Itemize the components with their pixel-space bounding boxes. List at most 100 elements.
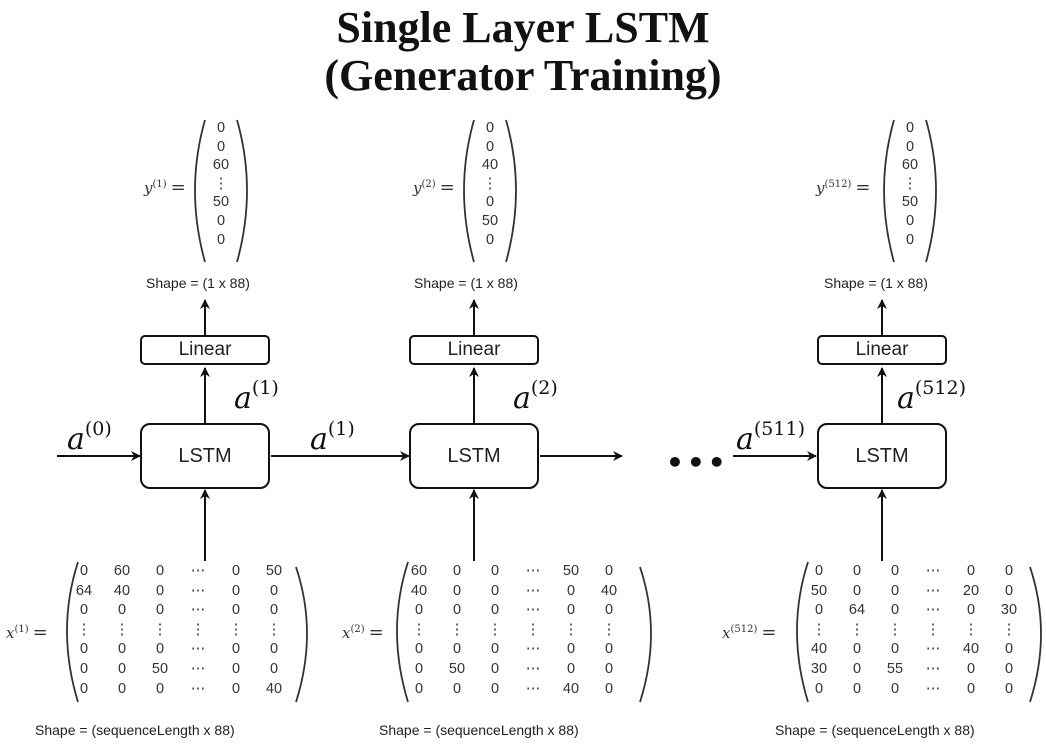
equals-sign: = xyxy=(32,622,48,643)
vector-entry: 0 xyxy=(485,231,495,248)
matrix-cell: 0 xyxy=(890,582,900,599)
matrix-cell: 0 xyxy=(269,582,279,599)
matrix-cell: ⋯ xyxy=(190,641,206,658)
matrix-cell: 0 xyxy=(566,641,576,658)
vector-entry: ⋮ xyxy=(213,175,229,192)
matrix-cell: ⋮ xyxy=(525,621,541,638)
matrix-cell: 0 xyxy=(566,660,576,677)
math-base: a xyxy=(67,422,85,457)
math-index: (1) xyxy=(152,179,167,190)
matrix-cell: 0 xyxy=(117,660,127,677)
hidden-state-a512-up-label: a(512) xyxy=(897,377,966,416)
hidden-state-a1-right-label: a(1) xyxy=(310,418,355,457)
matrix-cell: 0 xyxy=(452,582,462,599)
x2-label: x(2)= xyxy=(342,622,384,643)
matrix-cell: 0 xyxy=(890,602,900,619)
matrix-cell: 0 xyxy=(414,660,424,677)
matrix-cell: 0 xyxy=(604,563,614,579)
matrix-cell: 0 xyxy=(231,563,241,579)
matrix-row: ⋮⋮⋮⋮⋮⋮ xyxy=(400,621,628,641)
matrix-cell: 0 xyxy=(1004,660,1014,677)
matrix-cell: ⋯ xyxy=(925,641,941,658)
matrix-cell: 64 xyxy=(75,582,93,599)
y1-shape-label: Shape = (1 x 88) xyxy=(146,275,250,291)
matrix-cell: 0 xyxy=(966,563,976,579)
matrix-cell: ⋮ xyxy=(449,621,465,638)
matrix-cell: ⋯ xyxy=(925,680,941,697)
vector-entry: 40 xyxy=(481,157,499,174)
y512-right-paren xyxy=(925,119,937,263)
math-base: a xyxy=(897,381,915,416)
vector-entry: 60 xyxy=(212,157,230,174)
matrix-cell: 0 xyxy=(490,563,500,579)
matrix-cell: 0 xyxy=(490,641,500,658)
hidden-state-a0-label: a(0) xyxy=(67,418,112,457)
x1-right-paren xyxy=(295,566,308,703)
matrix-cell: 0 xyxy=(79,563,89,579)
matrix-cell: ⋯ xyxy=(525,641,541,658)
matrix-cell: 50 xyxy=(265,563,283,579)
matrix-cell: ⋮ xyxy=(76,621,92,638)
vector-entry: 0 xyxy=(905,231,915,248)
math-index: (1) xyxy=(14,624,29,635)
math-base: y xyxy=(816,179,825,197)
matrix-cell: 0 xyxy=(155,602,165,619)
matrix-cell: 0 xyxy=(79,660,89,677)
vector-entry: 0 xyxy=(216,231,226,248)
matrix-cell: ⋮ xyxy=(925,621,941,638)
matrix-cell: ⋮ xyxy=(114,621,130,638)
equals-sign: = xyxy=(170,177,186,198)
diagram-title-line2: (Generator Training) xyxy=(324,51,722,100)
hidden-state-a1-up-label: a(1) xyxy=(234,377,279,416)
matrix-cell: 0 xyxy=(155,582,165,599)
math-index: (1) xyxy=(251,377,279,399)
matrix-cell: 0 xyxy=(269,602,279,619)
matrix-cell: ⋯ xyxy=(525,680,541,697)
matrix-cell: 0 xyxy=(1004,680,1014,697)
matrix-cell: 0 xyxy=(852,680,862,697)
x2-right-paren xyxy=(639,566,652,703)
matrix-cell: 0 xyxy=(155,641,165,658)
vector-entry: ⋮ xyxy=(902,175,918,192)
matrix-cell: 0 xyxy=(490,680,500,697)
math-index: (0) xyxy=(84,418,112,440)
matrix-cell: 40 xyxy=(410,582,428,599)
matrix-cell: 40 xyxy=(962,641,980,658)
matrix-cell: 0 xyxy=(117,602,127,619)
matrix-cell: 0 xyxy=(604,660,614,677)
math-index: (511) xyxy=(753,418,805,440)
matrix-cell: 50 xyxy=(151,660,169,677)
x1-left-paren xyxy=(66,561,79,703)
matrix-cell: 0 xyxy=(604,602,614,619)
matrix-cell: ⋮ xyxy=(1001,621,1017,638)
vector-entry: 50 xyxy=(901,194,919,211)
matrix-cell: 60 xyxy=(410,563,428,579)
matrix-cell: 0 xyxy=(414,641,424,658)
x2-shape-label: Shape = (sequenceLength x 88) xyxy=(379,722,579,738)
matrix-cell: 0 xyxy=(117,680,127,697)
matrix-cell: 0 xyxy=(852,582,862,599)
math-base: a xyxy=(310,422,328,457)
matrix-cell: ⋯ xyxy=(190,680,206,697)
matrix-cell: 0 xyxy=(452,602,462,619)
matrix-cell: 0 xyxy=(79,641,89,658)
matrix-cell: 40 xyxy=(113,582,131,599)
matrix-cell: ⋮ xyxy=(228,621,244,638)
matrix-cell: 20 xyxy=(962,582,980,599)
matrix-cell: 0 xyxy=(966,602,976,619)
matrix-cell: 0 xyxy=(966,680,976,697)
matrix-cell: 0 xyxy=(79,680,89,697)
matrix-cell: 0 xyxy=(155,563,165,579)
math-base: y xyxy=(413,179,422,197)
matrix-cell: 0 xyxy=(452,641,462,658)
vector-entry: 50 xyxy=(212,194,230,211)
equals-sign: = xyxy=(855,177,871,198)
matrix-row: ⋮⋮⋮⋮⋮⋮ xyxy=(65,621,293,641)
